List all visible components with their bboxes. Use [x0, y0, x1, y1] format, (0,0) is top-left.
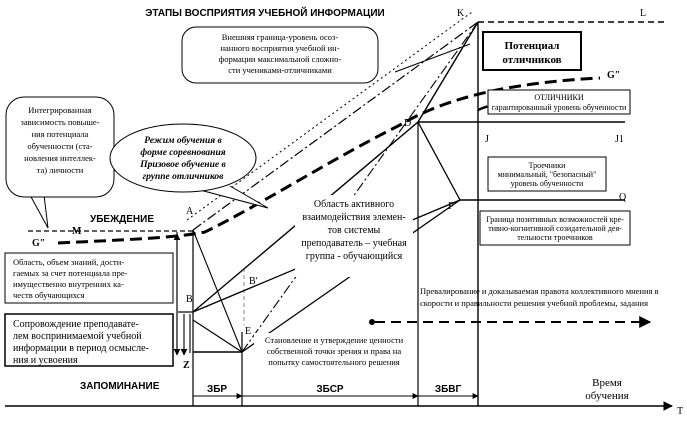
- svg-text:взаимодействия элемен-: взаимодействия элемен-: [302, 212, 405, 223]
- svg-text:тивно-когнитивной созидательно: тивно-когнитивной созидательной дея-: [488, 224, 622, 233]
- svg-text:информации в период осмысле-: информации в период осмысле-: [13, 343, 149, 354]
- point-k: K: [457, 8, 465, 19]
- svg-text:скорости и правильности решени: скорости и правильности решения учебной …: [420, 298, 648, 308]
- vertical-arrows: [173, 232, 191, 356]
- svg-text:Внешняя граница-уровень осоз-: Внешняя граница-уровень осоз-: [222, 32, 339, 42]
- diagram-title: ЭТАПЫ ВОСПРИЯТИЯ УЧЕБНОЙ ИНФОРМАЦИИ: [145, 6, 384, 19]
- label-zapominanie: ЗАПОМИНАНИЕ: [80, 381, 160, 392]
- point-b: B: [186, 294, 193, 305]
- svg-text:обученности (ста-: обученности (ста-: [27, 141, 92, 151]
- prevalence-arrow: [369, 316, 652, 328]
- stanovlenie-text: Становление и утверждение ценности собст…: [254, 333, 414, 369]
- point-g-right: G″: [607, 70, 620, 81]
- svg-text:минимальный, "безопасный": минимальный, "безопасный": [498, 170, 597, 179]
- svg-text:ОТЛИЧНИКИ: ОТЛИЧНИКИ: [534, 93, 584, 102]
- line-e-k-dashdot: [241, 21, 479, 353]
- svg-text:честв обучающихся: честв обучающихся: [13, 290, 85, 300]
- point-q: Q: [619, 192, 627, 203]
- soprovozhdenie-box: Сопровождение преподавате- лем восприним…: [4, 313, 174, 367]
- otlichniki-box: ОТЛИЧНИКИ гарантированный уровень обучен…: [487, 89, 631, 115]
- regime-callout: Режим обучения в форме соревнования Приз…: [109, 123, 269, 209]
- point-e: E: [245, 326, 251, 337]
- svg-text:тов системы: тов системы: [328, 225, 381, 236]
- point-l: L: [640, 8, 646, 19]
- svg-text:гаемых за счет потенциала пре-: гаемых за счет потенциала пре-: [13, 268, 128, 278]
- svg-text:форме соревнования: форме соревнования: [140, 147, 225, 158]
- svg-text:преподаватель – учебная: преподаватель – учебная: [301, 238, 407, 249]
- svg-text:Интегрированная: Интегрированная: [28, 105, 92, 115]
- svg-text:Область, объем знаний, дости-: Область, объем знаний, дости-: [13, 257, 124, 267]
- time-label-2: обучения: [585, 390, 628, 402]
- potential-box: Потенциал отличников: [482, 31, 582, 71]
- svg-text:новления интеллек-: новления интеллек-: [24, 153, 96, 163]
- svg-text:группе отличников: группе отличников: [143, 172, 225, 182]
- svg-text:сти учениками-отличниками: сти учениками-отличниками: [228, 65, 332, 75]
- svg-text:ния и усвоения: ния и усвоения: [13, 355, 78, 366]
- line-e-b: [192, 319, 243, 353]
- active-area-text: Область активного взаимодействия элемен-…: [295, 195, 413, 277]
- svg-text:группа - обучающийся: группа - обучающийся: [306, 251, 403, 262]
- svg-text:формации максимальной сложно-: формации максимальной сложно-: [219, 54, 342, 64]
- svg-text:Потенциал: Потенциал: [505, 40, 560, 52]
- point-labels: K L D J J1 Q F A M B B′ E Z T G″ G″: [32, 8, 683, 417]
- svg-text:ния потенциала: ния потенциала: [32, 129, 89, 139]
- svg-text:Троечники: Троечники: [529, 161, 567, 170]
- label-ubezhdenie: УБЕЖДЕНИЕ: [90, 214, 154, 225]
- point-b-prime: B′: [249, 276, 258, 287]
- svg-text:та) личности: та) личности: [37, 165, 84, 175]
- point-f: F: [448, 201, 454, 212]
- stage-labels: УБЕЖДЕНИЕ ЗАПОМИНАНИЕ ЗБР ЗБСР ЗБВГ Врем…: [80, 214, 629, 402]
- point-z: Z: [183, 360, 190, 371]
- point-d: D: [404, 118, 411, 129]
- svg-text:имущественно внутренних ка-: имущественно внутренних ка-: [13, 279, 124, 289]
- line-a-k-dotted: [186, 11, 473, 221]
- svg-text:тельности троечников: тельности троечников: [517, 233, 593, 242]
- svg-text:уровень обученности: уровень обученности: [511, 179, 584, 188]
- stage-zbr: ЗБР: [207, 384, 227, 395]
- troechniki-box: Троечники минимальный, "безопасный" уров…: [487, 156, 607, 192]
- line-a-e: [192, 229, 243, 353]
- svg-text:отличников: отличников: [502, 54, 561, 66]
- point-j: J: [485, 134, 489, 145]
- svg-text:зависимость повыше-: зависимость повыше-: [20, 117, 99, 127]
- outer-boundary-callout: Внешняя граница-уровень осоз- нанного во…: [181, 26, 471, 84]
- svg-text:лем воспринимаемой учебной: лем воспринимаемой учебной: [13, 331, 142, 342]
- point-m: M: [72, 226, 82, 237]
- oblast-znaniy-box: Область, объем знаний, дости- гаемых за …: [4, 252, 174, 304]
- svg-text:гарантированный уровень обучен: гарантированный уровень обученности: [492, 103, 627, 112]
- prevalence-text: Превалирование и доказываемая правота ко…: [420, 286, 659, 308]
- stage-zbvg: ЗБВГ: [435, 384, 462, 395]
- svg-text:попытку самостоятельного решен: попытку самостоятельного решения: [268, 357, 400, 367]
- integrated-callout: Интегрированная зависимость повыше- ния …: [5, 96, 115, 229]
- point-g-left: G″: [32, 238, 45, 249]
- svg-text:Становление и утверждение ценн: Становление и утверждение ценности: [265, 335, 404, 345]
- line-f-d: [417, 121, 461, 201]
- svg-text:нанного восприятия учебной ин-: нанного восприятия учебной ин-: [220, 43, 339, 53]
- stage-zbsr: ЗБСР: [316, 384, 344, 395]
- point-t: T: [677, 406, 683, 417]
- svg-text:собственной точки зрения и пра: собственной точки зрения и права на: [267, 346, 401, 356]
- svg-text:Сопровождение преподавате-: Сопровождение преподавате-: [13, 319, 139, 330]
- granitsa-box: Граница позитивных возможностей кре- тив…: [479, 210, 631, 246]
- svg-text:Область активного: Область активного: [314, 199, 394, 210]
- svg-text:Режим обучения в: Режим обучения в: [144, 135, 222, 146]
- point-a: A: [186, 206, 194, 217]
- svg-text:Призовое обучение в: Призовое обучение в: [139, 159, 226, 170]
- time-label-1: Время: [592, 377, 622, 389]
- svg-text:Превалирование и доказываемая: Превалирование и доказываемая правота ко…: [420, 286, 659, 296]
- line-d-k: [417, 21, 479, 123]
- svg-text:Граница позитивных возможносте: Граница позитивных возможностей кре-: [486, 215, 624, 224]
- point-j1: J1: [615, 134, 624, 145]
